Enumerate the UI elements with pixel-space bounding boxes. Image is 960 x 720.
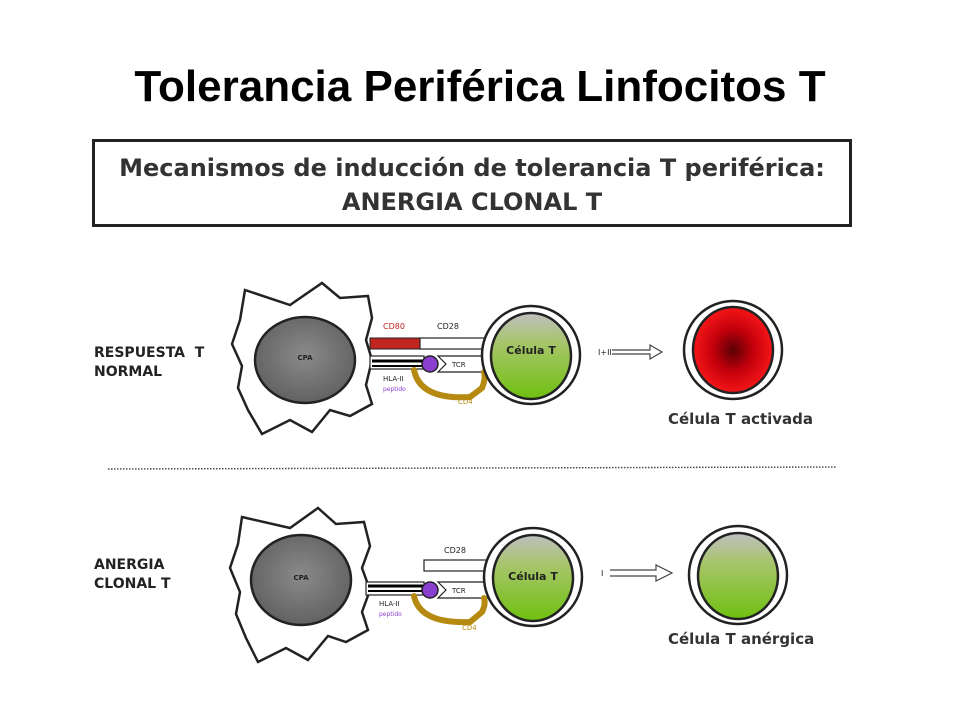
banner-line-1: Mecanismos de inducción de tolerancia T … — [119, 154, 825, 182]
peptide-label: peptido — [383, 386, 406, 393]
signal-arrow-2 — [610, 564, 674, 582]
t-cell-nucleus-2 — [491, 533, 575, 623]
apc-cell — [253, 315, 357, 405]
cd4-molecule — [411, 367, 488, 401]
cd80-label: CD80 — [383, 322, 405, 331]
cd4-label: CD4 — [458, 398, 473, 406]
mechanism-banner: Mecanismos de inducción de tolerancia T … — [92, 139, 852, 227]
t-cell-label-2: Célula T — [508, 570, 558, 583]
cd4-label-2: CD4 — [462, 624, 477, 632]
peptide-dot — [421, 355, 439, 373]
row-separator — [107, 466, 837, 470]
row-label-normal-line1: RESPUESTA T — [94, 345, 205, 361]
cd4-molecule-2 — [411, 593, 488, 626]
slide-title: Tolerancia Periférica Linfocitos T — [134, 62, 826, 111]
row-label-normal: RESPUESTA T NORMAL — [94, 344, 204, 382]
cd28-bar-2 — [423, 559, 489, 572]
hla-label: HLA-II — [383, 375, 404, 383]
row-anergy: CPA CD28 TCR HLA-II peptido CD4 Célula T… — [228, 506, 789, 664]
t-cell-label: Célula T — [506, 344, 556, 357]
signal-label-2: I — [601, 569, 603, 578]
hla-label-2: HLA-II — [379, 600, 400, 608]
anergic-cell-nucleus — [696, 531, 780, 621]
activated-cell-caption: Célula T activada — [668, 410, 814, 428]
row-label-anergy: ANERGIA CLONAL T — [94, 556, 171, 594]
apc-cell-2 — [249, 533, 353, 627]
signal-label: I+II — [598, 348, 612, 357]
row-normal: CPA CD80 CD28 TCR HLA-II peptido CD4 Cél… — [230, 281, 784, 436]
anergic-cell-caption: Célula T anérgica — [668, 630, 815, 648]
peptide-dot-2 — [421, 581, 439, 599]
tcr-receptor-2 — [436, 581, 489, 599]
peptide-label-2: peptido — [379, 611, 402, 618]
cd28-label: CD28 — [437, 322, 459, 331]
cd28-bar — [419, 337, 487, 350]
tcr-label: TCR — [451, 361, 466, 369]
apc-label-2: CPA — [293, 574, 309, 582]
apc-label: CPA — [297, 354, 313, 362]
row-label-anergy-line2: CLONAL T — [94, 576, 171, 592]
tcr-label-2: TCR — [451, 587, 466, 595]
cd80-bar — [369, 337, 421, 350]
banner-line-2: ANERGIA CLONAL T — [341, 188, 603, 216]
row-label-anergy-line1: ANERGIA — [94, 557, 165, 573]
activated-cell-nucleus — [691, 305, 775, 395]
t-cell-nucleus — [489, 311, 573, 401]
row-label-normal-line2: NORMAL — [94, 364, 163, 380]
tcr-receptor — [436, 355, 487, 373]
cd28-label-2: CD28 — [444, 546, 466, 555]
signal-arrow — [612, 343, 664, 361]
hla-ii-molecule-2 — [365, 581, 425, 596]
